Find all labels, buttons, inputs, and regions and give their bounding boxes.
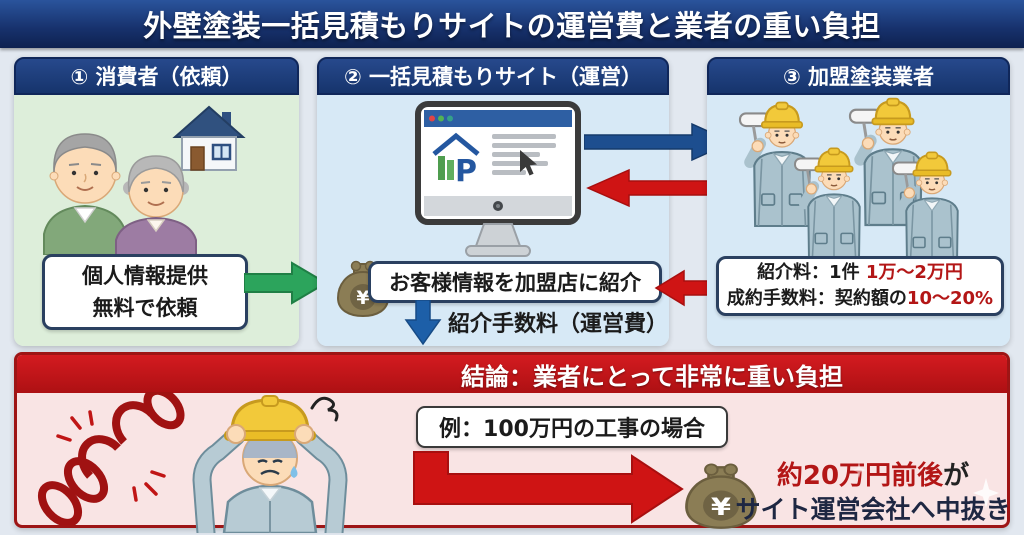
conclusion-header: 結論：業者にとって非常に重い負担: [17, 355, 1007, 393]
painter-worker-icon: [893, 152, 958, 258]
broken-chain-icon: [37, 392, 185, 527]
yen-symbol: ¥: [356, 287, 369, 309]
fee-line1: 紹介料：1件 1万〜2万円: [757, 262, 963, 283]
panel-site-header: ② 一括見積もりサイト（運営）: [317, 57, 669, 95]
consumer-info-box: 個人情報提供 無料で依頼: [42, 254, 248, 330]
elderly-couple-icon: [43, 105, 246, 255]
site-logo-icon: P: [432, 132, 480, 189]
contractor-fee-box: 紹介料：1件 1万〜2万円 成約手数料：契約額の10〜20%: [716, 256, 1004, 316]
result-line1: 約20万円前後が: [776, 461, 970, 491]
stressed-worker-icon: [192, 395, 348, 533]
monitor-icon: P: [415, 101, 581, 257]
panel-consumer-title: ① 消費者（依頼）: [70, 65, 243, 89]
panel-contractors-title: ③ 加盟塗装業者: [782, 65, 935, 89]
fee-line2: 成約手数料：契約額の10〜20%: [726, 288, 994, 309]
example-text: 例：100万円の工事の場合: [439, 417, 705, 442]
stress-squiggle-icon: [310, 396, 339, 422]
painters-group-icon: [710, 96, 1010, 258]
red-elbow-arrow-icon: [413, 451, 684, 524]
referral-fee-label: 紹介手数料（運営費）: [448, 312, 669, 337]
result-text: 約20万円前後が サイト運営会社へ中抜き: [728, 460, 1018, 526]
consumer-info-line2: 無料で依頼: [92, 296, 198, 320]
panel-site-title: ② 一括見積もりサイト（運営）: [343, 65, 643, 89]
panel-consumer-header: ① 消費者（依頼）: [14, 57, 299, 95]
painter-worker-icon: [795, 148, 860, 258]
blue-down-arrow-icon: [404, 300, 442, 346]
conclusion-title: 結論：業者にとって非常に重い負担: [460, 362, 844, 391]
panel-contractors-header: ③ 加盟塗装業者: [707, 57, 1010, 95]
referral-box-text: お客様情報を加盟店に紹介: [389, 271, 641, 295]
house-icon: [172, 105, 246, 171]
money-bag-large-icon: ¥: [685, 463, 757, 529]
title-bar: 外壁塗装一括見積もりサイトの運営費と業者の重い負担: [0, 0, 1024, 48]
green-right-arrow-icon: [244, 261, 328, 305]
referral-box: お客様情報を加盟店に紹介: [368, 261, 662, 303]
example-box: 例：100万円の工事の場合: [416, 406, 728, 448]
cursor-icon: [520, 150, 537, 176]
result-line2: サイト運営会社へ中抜き: [735, 495, 1011, 524]
page-title: 外壁塗装一括見積もりサイトの運営費と業者の重い負担: [143, 9, 881, 43]
yen-symbol: ¥: [711, 493, 732, 521]
logo-letter: P: [455, 154, 477, 189]
consumer-info-line1: 個人情報提供: [82, 264, 208, 288]
